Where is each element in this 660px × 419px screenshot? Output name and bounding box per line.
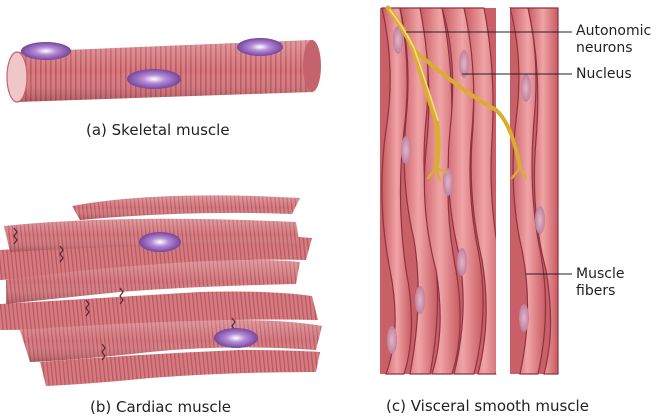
caption-skeletal: (a) Skeletal muscle — [86, 121, 230, 139]
nucleus-skeletal-1 — [21, 42, 71, 60]
nucleus-skeletal-3 — [127, 69, 181, 89]
skeletal-muscle-fiber — [7, 38, 321, 102]
nucleus-cardiac-1 — [139, 232, 181, 252]
nucleus-cardiac-2 — [214, 328, 258, 348]
caption-smooth: (c) Visceral smooth muscle — [386, 397, 589, 415]
label-autonomic-neurons: Autonomic neurons — [576, 23, 651, 57]
label-muscle-fibers: Muscle fibers — [576, 266, 624, 300]
caption-cardiac: (b) Cardiac muscle — [90, 398, 231, 416]
nucleus-skeletal-2 — [237, 38, 283, 56]
label-nucleus: Nucleus — [576, 66, 632, 83]
cardiac-muscle-tissue — [0, 195, 322, 386]
smooth-muscle-tissue — [380, 8, 558, 374]
